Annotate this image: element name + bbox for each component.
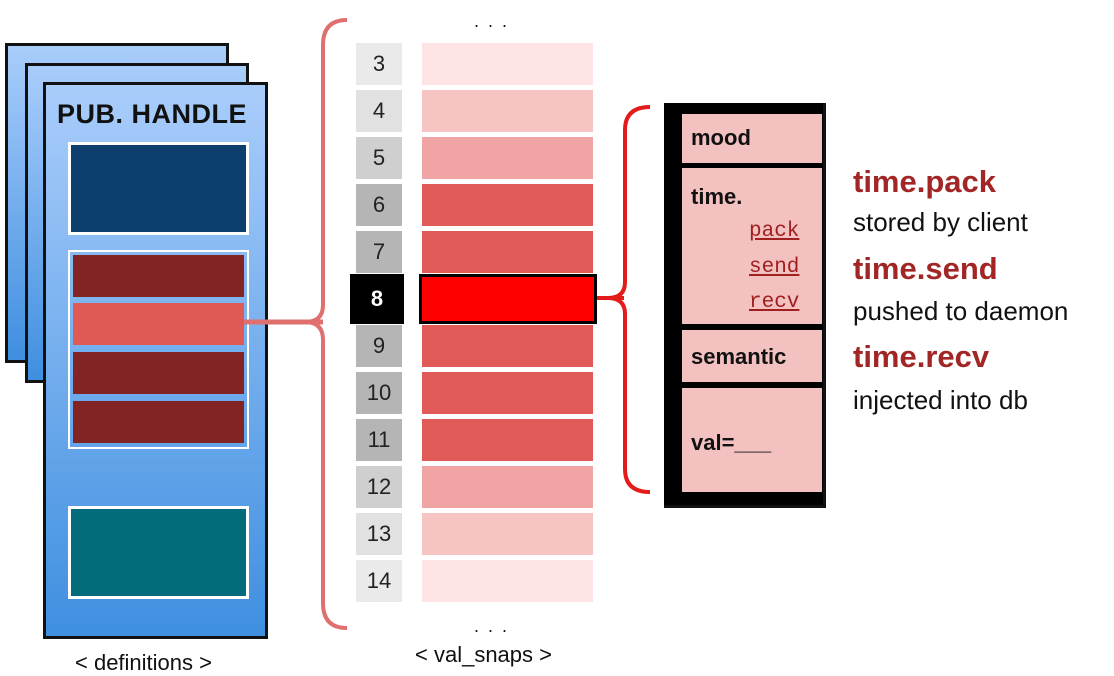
time-prefix-label: time. — [691, 184, 743, 209]
snap-cell-3 — [422, 43, 593, 85]
mood-label: mood — [691, 125, 751, 150]
definition-field-4 — [73, 401, 244, 443]
snap-index-10: 10 — [356, 372, 402, 414]
legend-desc-recv: injected into db — [853, 385, 1028, 415]
definition-field-2 — [73, 303, 244, 345]
snap-index-5: 5 — [356, 137, 402, 179]
legend-title-send: time.send — [853, 251, 998, 286]
snap-cell-4 — [422, 90, 593, 132]
definition-field-3 — [73, 352, 244, 394]
definition-group — [68, 250, 249, 449]
legend-title-pack: time.pack — [853, 164, 997, 199]
semantic-label: semantic — [691, 344, 787, 369]
record-field-time: time. pack send recv — [682, 168, 822, 324]
legend-desc-send: pushed to daemon — [853, 296, 1069, 326]
legend-title-recv: time.recv — [853, 339, 990, 374]
legend-desc-pack: stored by client — [853, 207, 1028, 237]
pink-brace — [304, 18, 348, 630]
val-label: val=___ — [691, 430, 772, 455]
snap-cell-5 — [422, 137, 593, 179]
definition-field-1 — [73, 255, 244, 297]
red-brace — [607, 105, 651, 494]
handle-title: PUB. HANDLE — [57, 99, 248, 129]
snap-index-14: 14 — [356, 560, 402, 602]
snap-index-11: 11 — [356, 419, 402, 461]
snap-index-3: 3 — [356, 43, 402, 85]
record-field-val: val=___ — [682, 388, 822, 492]
snap-index-8: 8 — [350, 274, 404, 324]
definitions-caption: < definitions > — [75, 650, 212, 675]
time-sub-recv: recv — [749, 291, 800, 314]
snaps-dots-top: . . . — [474, 11, 510, 31]
snap-cell-14 — [422, 560, 593, 602]
snap-cell-6 — [422, 184, 593, 226]
snap-index-13: 13 — [356, 513, 402, 555]
snap-cell-7 — [422, 231, 593, 273]
snap-cell-13 — [422, 513, 593, 555]
snap-index-4: 4 — [356, 90, 402, 132]
val-snaps-caption: < val_snaps > — [415, 642, 552, 667]
snap-index-7: 7 — [356, 231, 402, 273]
definition-block-teal — [68, 506, 249, 599]
snap-cell-9 — [422, 325, 593, 367]
time-sub-pack: pack — [749, 220, 800, 243]
snap-cell-11 — [422, 419, 593, 461]
snap-index-12: 12 — [356, 466, 402, 508]
snap-cell-12 — [422, 466, 593, 508]
snaps-dots-bottom: . . . — [474, 616, 510, 636]
snap-cell-8 — [419, 274, 597, 324]
snap-index-9: 9 — [356, 325, 402, 367]
snap-index-6: 6 — [356, 184, 402, 226]
record-field-semantic: semantic — [682, 330, 822, 382]
definition-block-navy — [68, 142, 249, 235]
time-sub-send: send — [749, 256, 800, 279]
record-field-mood: mood — [682, 114, 822, 163]
snap-cell-10 — [422, 372, 593, 414]
